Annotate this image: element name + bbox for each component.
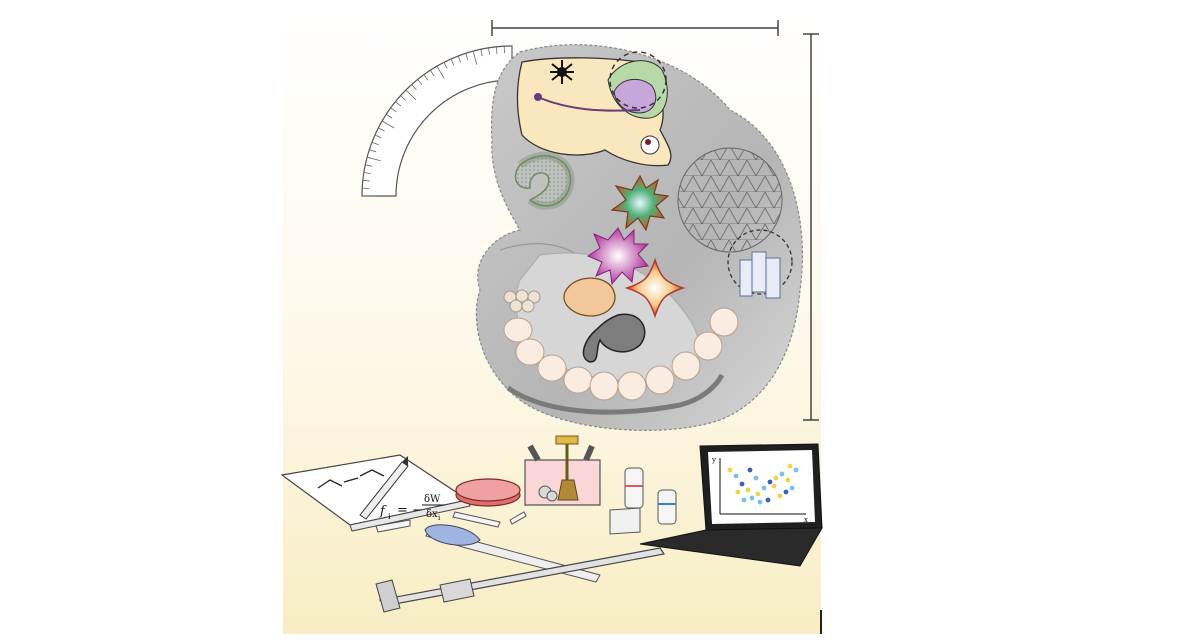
screen-plot-point	[766, 498, 771, 503]
svg-text:δx: δx	[426, 509, 438, 520]
eye-cells-icon	[641, 136, 659, 154]
svg-text:x: x	[804, 516, 808, 524]
screen-plot-point	[780, 472, 785, 477]
screen-plot-point	[740, 482, 745, 487]
screen-plot-point	[758, 500, 763, 505]
screen-plot-point	[734, 474, 739, 479]
screen-plot-point	[790, 486, 795, 491]
svg-text:y: y	[711, 456, 716, 464]
screen-plot-point	[762, 486, 767, 491]
svg-text:i: i	[388, 512, 391, 521]
screen-plot-point	[748, 468, 753, 473]
screen-plot-point	[754, 476, 759, 481]
screen-plot-point	[794, 468, 799, 473]
screen-plot-point	[736, 490, 741, 495]
screen-plot-point	[784, 490, 789, 495]
screen-plot-point	[728, 468, 733, 473]
screen-plot-point	[756, 492, 761, 497]
svg-text:δW: δW	[424, 494, 441, 505]
screen-plot-point	[774, 476, 779, 481]
liver-organoid	[564, 278, 615, 316]
screen-plot-point	[768, 480, 773, 485]
screen-plot-point	[772, 484, 777, 489]
screen-plot-point	[778, 494, 783, 499]
screen-plot-point	[746, 488, 751, 493]
screen-plot-point	[786, 478, 791, 483]
head-brain-region	[518, 52, 671, 166]
screen-plot-point	[742, 498, 747, 503]
svg-text:= −: = −	[397, 503, 423, 518]
screen-plot-point	[788, 464, 793, 469]
screen-plot-point	[750, 496, 755, 501]
petri-dish	[456, 479, 520, 506]
